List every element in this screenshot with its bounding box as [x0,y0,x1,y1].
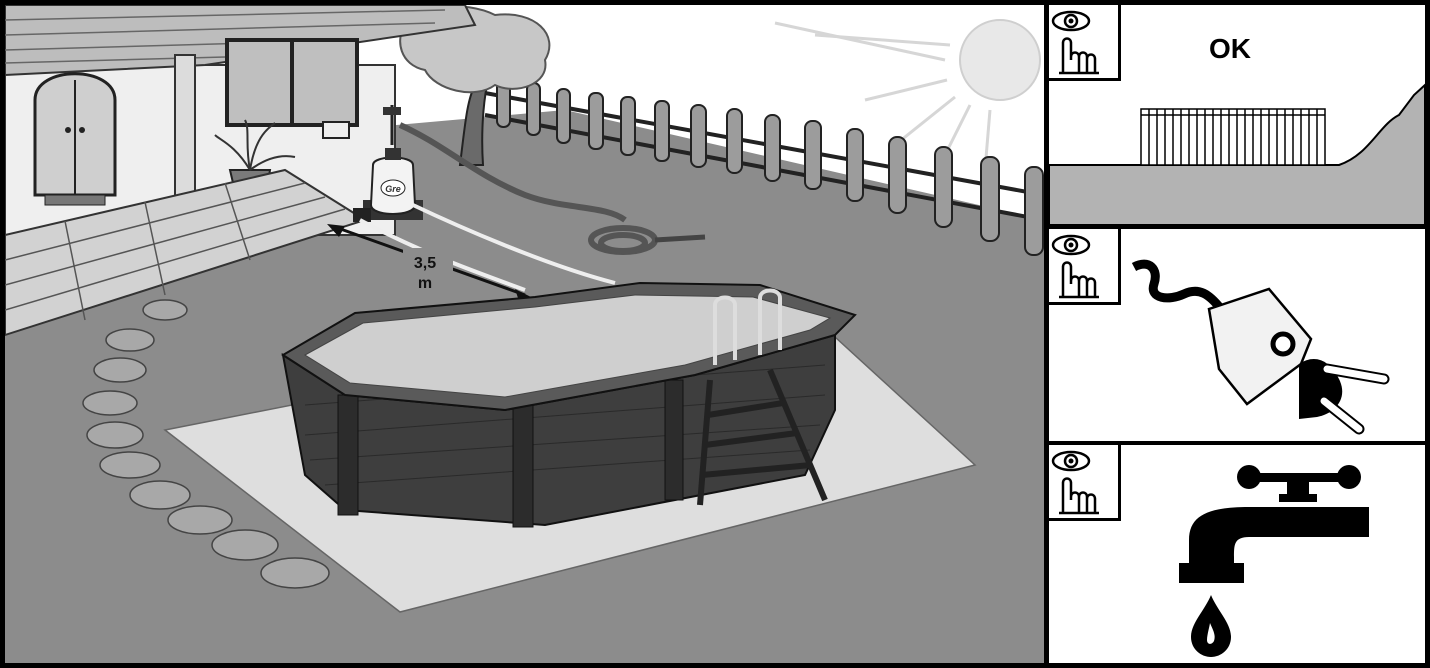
eye-hand-icon [1049,5,1121,81]
hose-nozzle [655,237,705,240]
panel-water-tap [1049,445,1425,663]
ok-label: OK [1209,33,1251,65]
panel-electrical-plug [1049,229,1425,441]
distance-value: 3,5 [414,255,436,272]
pump-brand: Gre [385,184,401,194]
eye-hand-icon [1049,229,1121,305]
panel-level-ground: OK [1049,5,1425,225]
pool-installation-scene: Gre 3,5 m [5,5,1044,663]
distance-unit: m [418,275,432,292]
scene-illustration: Gre 3,5 m [5,5,1044,663]
eye-hand-icon [1049,445,1121,521]
